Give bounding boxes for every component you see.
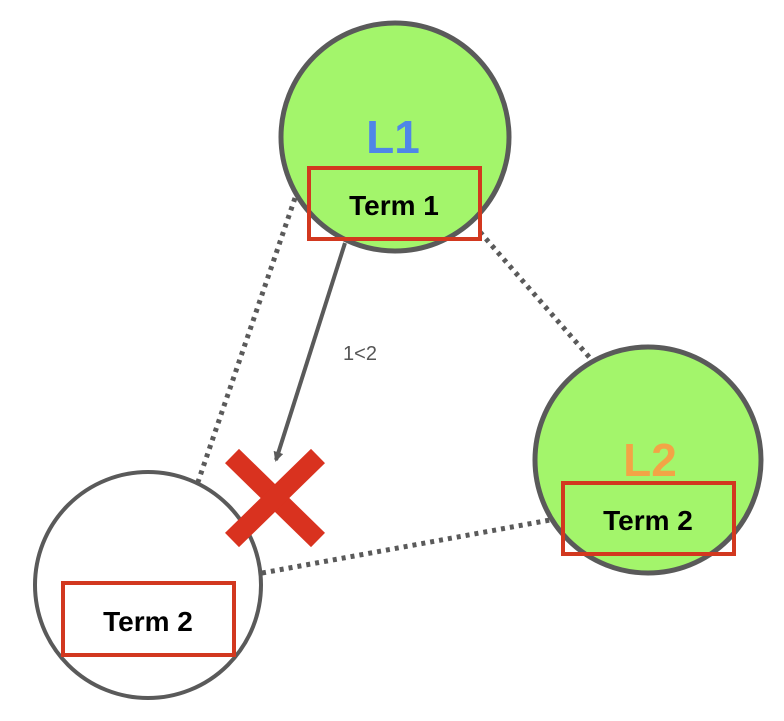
node-leader2-term: Term 2 — [603, 505, 693, 536]
dotted-link-leader1-follower — [195, 197, 298, 483]
node-leader2-term-box — [561, 481, 736, 556]
vote-request-label: 1<2 — [343, 343, 377, 365]
x-icon — [225, 448, 325, 548]
node-follower-term: Term 2 — [103, 606, 193, 637]
vote-request-arrow — [273, 242, 347, 462]
node-leader2-label: L2 — [623, 434, 677, 486]
node-leader1-term-box — [307, 166, 482, 241]
dotted-link-follower-leader2 — [261, 517, 551, 576]
node-follower-term-box — [61, 581, 236, 657]
node-leader1-term: Term 1 — [349, 190, 439, 221]
node-leader1: L1 Term 1 — [278, 20, 512, 254]
node-leader1-circle — [278, 20, 512, 254]
node-leader1-label: L1 — [366, 111, 420, 163]
node-follower: Term 2 — [33, 470, 263, 700]
node-leader2-circle — [532, 344, 764, 576]
node-leader2: L2 Term 2 — [532, 344, 764, 576]
dotted-link-leader1-leader2 — [478, 230, 592, 360]
